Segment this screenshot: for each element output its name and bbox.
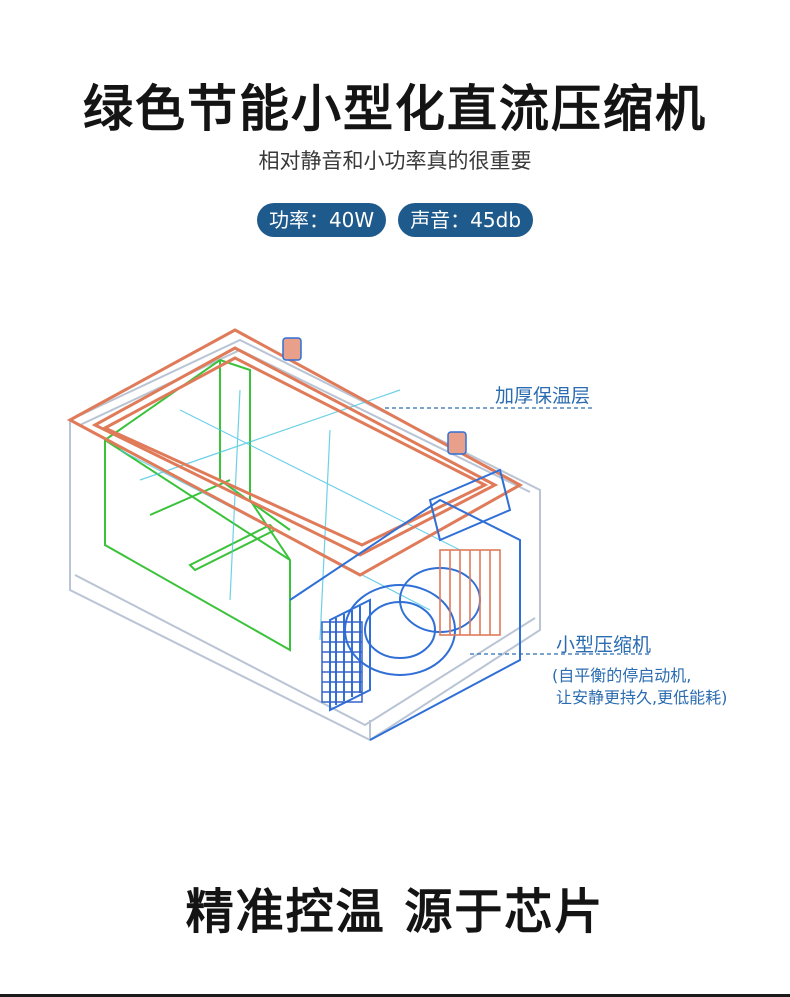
lid-hinges [282,337,467,455]
compressor-note-line2: 让安静更持久,更低能耗) [556,688,728,707]
spec-badges: 功率：40W 声音：45db [0,203,790,237]
fridge-xray-illustration [66,328,650,742]
power-badge: 功率：40W [256,203,387,237]
condenser-fins [321,621,363,703]
heat-sink [439,549,501,636]
compressor-callout: 小型压缩机 [556,634,652,656]
lid-rim [66,328,524,577]
insulation-callout: 加厚保温层 [495,385,591,407]
footer-headline: 精准控温 源于芯片 [185,884,605,940]
noise-badge: 声音：45db [398,203,534,237]
page-subheadline: 相对静音和小功率真的很重要 [258,149,532,173]
callout-lines [385,407,650,655]
page-headline: 绿色节能小型化直流压缩机 [83,80,707,138]
compressor-note-line1: (自平衡的停启动机, [552,666,692,685]
bottom-divider [0,994,790,997]
